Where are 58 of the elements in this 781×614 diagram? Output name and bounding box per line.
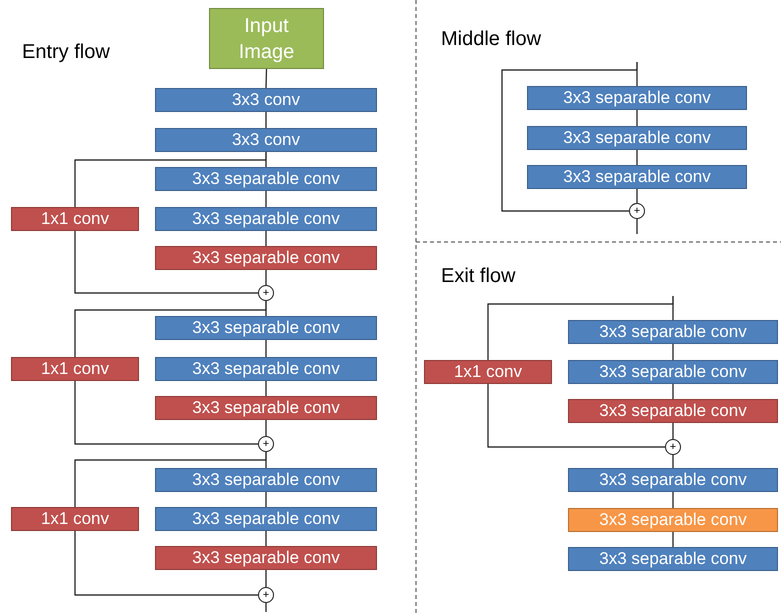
layer-box: 3x3 separable conv <box>155 507 377 531</box>
connector-line <box>265 270 267 285</box>
layer-box: 3x3 conv <box>155 88 377 112</box>
connector-line <box>265 191 267 207</box>
connector-line <box>501 62 638 212</box>
connector-line <box>636 219 638 234</box>
connector-line <box>74 452 267 507</box>
layer-box: 3x3 separable conv <box>568 320 778 344</box>
connector-line <box>74 152 267 207</box>
connector-line <box>265 381 267 396</box>
layer-box: 3x3 separable conv <box>155 357 377 381</box>
layer-box: 3x3 separable conv <box>155 207 377 231</box>
layer-box: 1x1 conv <box>11 357 139 381</box>
layer-box: 3x3 separable conv <box>155 246 377 270</box>
section-title: Entry flow <box>22 40 110 64</box>
connector-line <box>672 532 674 547</box>
connector-line <box>636 110 638 126</box>
connector-line <box>74 531 258 596</box>
connector-line <box>265 340 267 357</box>
connector-line <box>487 384 665 448</box>
layer-box: 3x3 separable conv <box>568 547 778 571</box>
connector-line <box>265 492 267 507</box>
connector-line <box>672 492 674 508</box>
layer-box: 3x3 separable conv <box>155 167 377 191</box>
layer-box: 3x3 separable conv <box>155 396 377 420</box>
connector-line <box>636 189 638 203</box>
layer-box: 1x1 conv <box>424 360 552 384</box>
connector-line <box>672 384 674 399</box>
layer-box: 3x3 separable conv <box>155 546 377 570</box>
connector-line <box>74 301 267 357</box>
layer-box: 3x3 separable conv <box>155 316 377 340</box>
layer-box: 3x3 separable conv <box>155 468 377 492</box>
layer-box: 1x1 conv <box>11 507 139 531</box>
connector-line <box>74 231 258 294</box>
layer-box: 3x3 conv <box>155 128 377 152</box>
layer-box: 3x3 separable conv <box>568 468 778 492</box>
section-title: Exit flow <box>441 264 516 288</box>
layer-box: 3x3 separable conv <box>527 165 747 189</box>
connector-line <box>265 420 267 436</box>
connector-line <box>487 296 674 360</box>
layer-box: 1x1 conv <box>11 207 139 231</box>
layer-box: 3x3 separable conv <box>568 399 778 423</box>
connector-line <box>636 150 638 165</box>
input-box: Input Image <box>209 8 324 69</box>
layer-box: 3x3 separable conv <box>568 508 778 532</box>
connector-line <box>265 531 267 546</box>
connector-line <box>265 112 267 128</box>
layer-box: 3x3 separable conv <box>527 86 747 110</box>
connector-line <box>265 570 267 587</box>
connector-line <box>74 381 258 445</box>
connector-line <box>672 423 674 439</box>
layer-box: 3x3 separable conv <box>527 126 747 150</box>
layer-box: 3x3 separable conv <box>568 360 778 384</box>
connector-line <box>265 231 267 246</box>
connector-line <box>672 344 674 360</box>
section-title: Middle flow <box>441 27 542 51</box>
connector-line <box>265 68 268 88</box>
connector-line <box>672 455 674 468</box>
